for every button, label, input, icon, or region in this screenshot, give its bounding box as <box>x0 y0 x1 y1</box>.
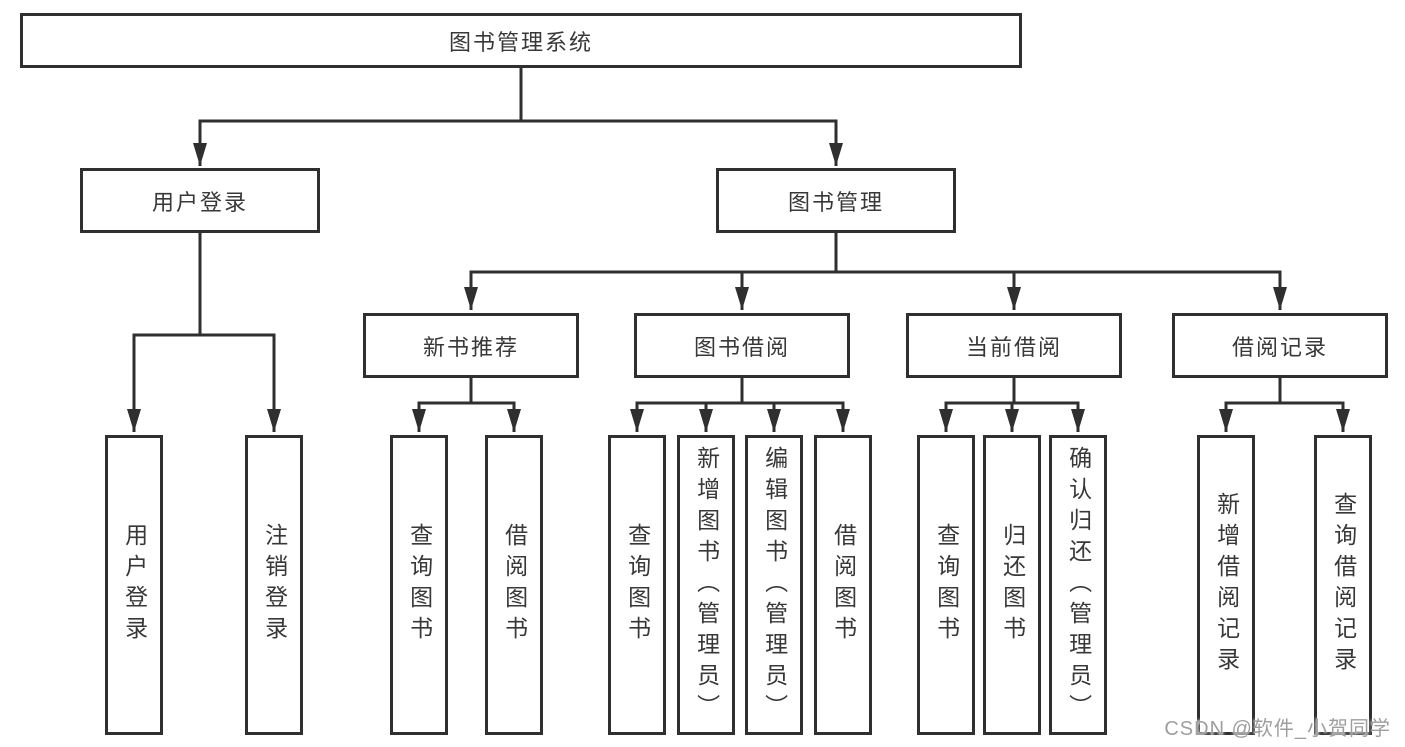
node-book-borrowing: 图书借阅 <box>634 313 850 378</box>
leaf-label: 归还图书 <box>999 523 1026 647</box>
node-label: 用户登录 <box>151 189 248 215</box>
leaf-query-books-recommend: 查询图书 <box>390 435 448 735</box>
leaf-label: 查询图书 <box>933 523 960 647</box>
leaf-label: 确认归还（管理员） <box>1065 445 1092 725</box>
leaf-label: 查询图书 <box>406 523 433 647</box>
current-borrow-branch-lines <box>939 378 1085 432</box>
node-current-borrowing: 当前借阅 <box>906 313 1122 378</box>
leaf-query-borrow-record: 查询借阅记录 <box>1314 435 1372 735</box>
leaf-add-borrow-record: 新增借阅记录 <box>1197 435 1255 735</box>
borrow-record-branch-lines <box>1219 378 1350 432</box>
node-borrowing-records: 借阅记录 <box>1172 313 1388 378</box>
book-management-branch-lines <box>464 233 1287 310</box>
leaf-query-books-borrowing: 查询图书 <box>608 435 666 735</box>
leaf-label: 借阅图书 <box>830 523 857 647</box>
leaf-confirm-return-admin: 确认归还（管理员） <box>1049 435 1107 735</box>
node-new-book-recommendation: 新书推荐 <box>363 313 579 378</box>
root-branch-lines <box>193 68 843 166</box>
node-book-management: 图书管理 <box>716 168 956 233</box>
leaf-query-books-current: 查询图书 <box>917 435 975 735</box>
leaf-borrow-books-borrowing: 借阅图书 <box>814 435 872 735</box>
leaf-label: 用户登录 <box>121 523 148 647</box>
new-book-branch-lines <box>412 378 521 432</box>
node-user-login: 用户登录 <box>80 168 320 233</box>
csdn-watermark: CSDN @软件_小贺同学 <box>1164 718 1391 740</box>
leaf-label: 查询图书 <box>624 523 651 647</box>
leaf-user-login: 用户登录 <box>105 435 163 735</box>
leaf-logout: 注销登录 <box>245 435 303 735</box>
leaf-borrow-books-recommend: 借阅图书 <box>485 435 543 735</box>
node-label: 图书借阅 <box>693 334 790 360</box>
leaf-edit-books-admin: 编辑图书（管理员） <box>745 435 803 735</box>
node-library-management-system: 图书管理系统 <box>20 13 1022 68</box>
node-label: 图书管理系统 <box>448 29 593 55</box>
node-label: 当前借阅 <box>965 334 1062 360</box>
leaf-add-books-admin: 新增图书（管理员） <box>677 435 735 735</box>
node-label: 图书管理 <box>787 189 884 215</box>
leaf-label: 新增图书（管理员） <box>693 445 720 725</box>
leaf-label: 注销登录 <box>261 523 288 647</box>
leaf-return-books: 归还图书 <box>983 435 1041 735</box>
leaf-label: 借阅图书 <box>501 523 528 647</box>
leaf-label: 编辑图书（管理员） <box>761 445 788 725</box>
book-borrow-branch-lines <box>630 378 850 432</box>
leaf-label: 查询借阅记录 <box>1330 492 1357 678</box>
user-login-branch-lines <box>127 233 281 432</box>
leaf-label: 新增借阅记录 <box>1213 492 1240 678</box>
node-label: 新书推荐 <box>422 334 519 360</box>
node-label: 借阅记录 <box>1231 334 1328 360</box>
